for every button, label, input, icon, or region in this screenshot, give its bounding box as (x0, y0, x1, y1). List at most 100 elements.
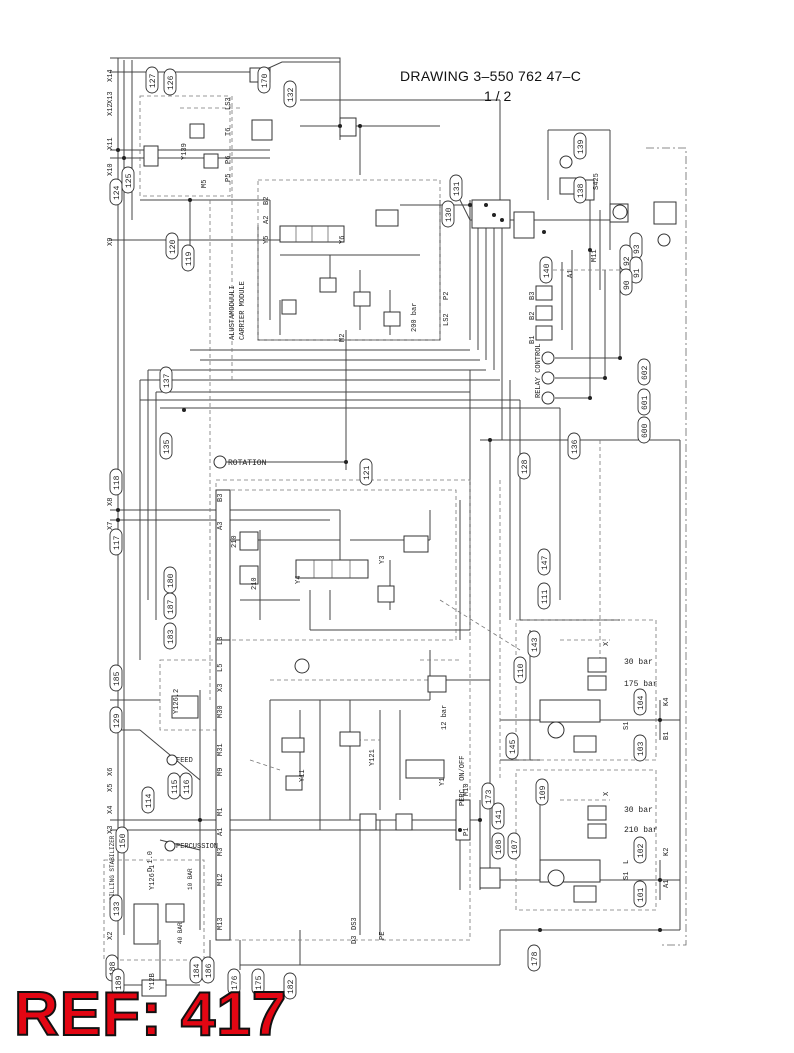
reference-bubble-number: 178 (531, 951, 540, 966)
port-label: X (603, 791, 611, 796)
port-label: Y4 (295, 576, 303, 584)
reference-bubble: 102 (633, 836, 647, 864)
reference-bubble: 126 (163, 68, 177, 96)
bar-175-label: 175 bar (624, 680, 658, 689)
carrier-module-label: CARRIER MODULE (239, 281, 247, 340)
port-label: Y12B (149, 973, 157, 990)
reference-bubble: 141 (491, 802, 505, 830)
port-label: X (603, 641, 611, 646)
reference-bubble: 128 (517, 452, 531, 480)
reference-bubble: 139 (573, 132, 587, 160)
reference-bubble-number: 92 (623, 256, 632, 266)
reference-bubble-number: 145 (509, 739, 518, 754)
port-label: X9 (107, 238, 115, 246)
port-label: Y11 (299, 769, 307, 782)
drawing-number: DRAWING 3–550 762 47–C (400, 68, 582, 84)
reference-bubble-number: 141 (495, 809, 504, 824)
port-label: M13 (217, 917, 225, 930)
reference-bubble-number: 183 (167, 629, 176, 644)
reference-bubble: 186 (201, 956, 215, 984)
port-label: P1 (463, 828, 471, 836)
s425-label: S425 (593, 173, 601, 190)
reference-bubble-number: 109 (539, 785, 548, 800)
port-label: A1 (567, 270, 575, 278)
p2-label: P2 (443, 292, 451, 300)
reference-bubble: 124 (109, 178, 123, 206)
reference-bubble-number: 115 (171, 779, 180, 794)
text-labels: ALUSTAMODUULI CARRIER MODULE ROTATION RE… (109, 173, 658, 944)
reference-bubble-number: 133 (113, 901, 122, 916)
port-label: L5 (217, 664, 225, 672)
reference-bubble: 150 (115, 826, 129, 854)
reference-bubble-number: 185 (113, 671, 122, 686)
cylinder-pivot-lower-icon (547, 869, 565, 887)
reference-bubble-number: 111 (541, 589, 550, 604)
reference-bubble-number: 110 (517, 663, 526, 678)
reference-bubble-number: 102 (637, 843, 646, 858)
bar-40-label: 40 BAR (177, 922, 184, 944)
feed-gauge-icon (166, 754, 178, 766)
reference-bubble-number: 189 (115, 975, 124, 990)
reference-bubble-number: 182 (287, 979, 296, 994)
port-label: Y126.2 (173, 689, 181, 714)
port-label: X4 (107, 806, 115, 814)
reference-bubble: 110 (513, 656, 527, 684)
port-label: B2 (263, 197, 271, 205)
port-label: B3 (217, 494, 225, 502)
reference-bubble: 107 (507, 832, 521, 860)
feed-label: FEED (176, 757, 193, 765)
port-label: K2 (663, 848, 671, 856)
port-label: Y1 (439, 778, 447, 786)
reference-bubble-number: 600 (641, 423, 650, 438)
port-label: X6 (107, 768, 115, 776)
port-label: LS3 (225, 97, 233, 110)
port-label: A3 (217, 522, 225, 530)
port-label: M10 (463, 783, 471, 796)
reference-bubble-number: 120 (169, 239, 178, 254)
reference-bubble-number: 170 (261, 73, 270, 88)
reference-bubble: 170 (257, 66, 271, 94)
reference-bubble: 136 (567, 432, 581, 460)
port-label: X13 (107, 91, 115, 104)
port-label: X3 (217, 684, 225, 692)
reference-bubble: 120 (165, 232, 179, 260)
reference-bubble-number: 108 (495, 839, 504, 854)
relay-control-label: RELAY CONTROL (535, 343, 543, 398)
bar-30-b-label: 30 bar (624, 806, 653, 815)
carrier-module-label-fi: ALUSTAMODUULI (229, 285, 237, 340)
reference-bubble-number: 188 (109, 961, 118, 976)
port-label: T6 (225, 128, 233, 136)
reference-bubble: 129 (109, 706, 123, 734)
reference-bubble: 137 (159, 366, 173, 394)
reference-bubble: 119 (181, 244, 195, 272)
reference-bubble-number: 107 (511, 839, 520, 854)
filter-mid-icon (294, 658, 310, 674)
port-label: D3 (351, 936, 359, 944)
reference-bubble: 114 (141, 786, 155, 814)
reference-bubble: 116 (179, 772, 193, 800)
port-label: P5 (225, 174, 233, 182)
gauge-600-icon (541, 391, 555, 405)
gauge-601-icon (541, 371, 555, 385)
port-label: B1 (529, 336, 537, 344)
reference-bubble: 125 (121, 166, 135, 194)
port-label: M3 (217, 848, 225, 856)
reference-bubble-number: 104 (637, 695, 646, 710)
port-label: Y121 (369, 749, 377, 766)
reference-bubble: 601 (637, 388, 651, 416)
reference-bubble-number: 138 (577, 183, 586, 198)
reference-bubble-number: 117 (113, 535, 122, 550)
port-label: S1 (623, 722, 631, 730)
port-label: D 1.0 (147, 851, 155, 872)
port-label: M30 (217, 705, 225, 718)
port-label: K4 (663, 698, 671, 706)
reference-bubble-number: 126 (167, 75, 176, 90)
bar-200-label: 200 bar (411, 303, 419, 332)
reference-bubble-number: 125 (125, 173, 134, 188)
reference-bubble-number: 114 (145, 793, 154, 808)
reference-bubble: 138 (573, 176, 587, 204)
reference-bubble-number: 601 (641, 395, 650, 410)
